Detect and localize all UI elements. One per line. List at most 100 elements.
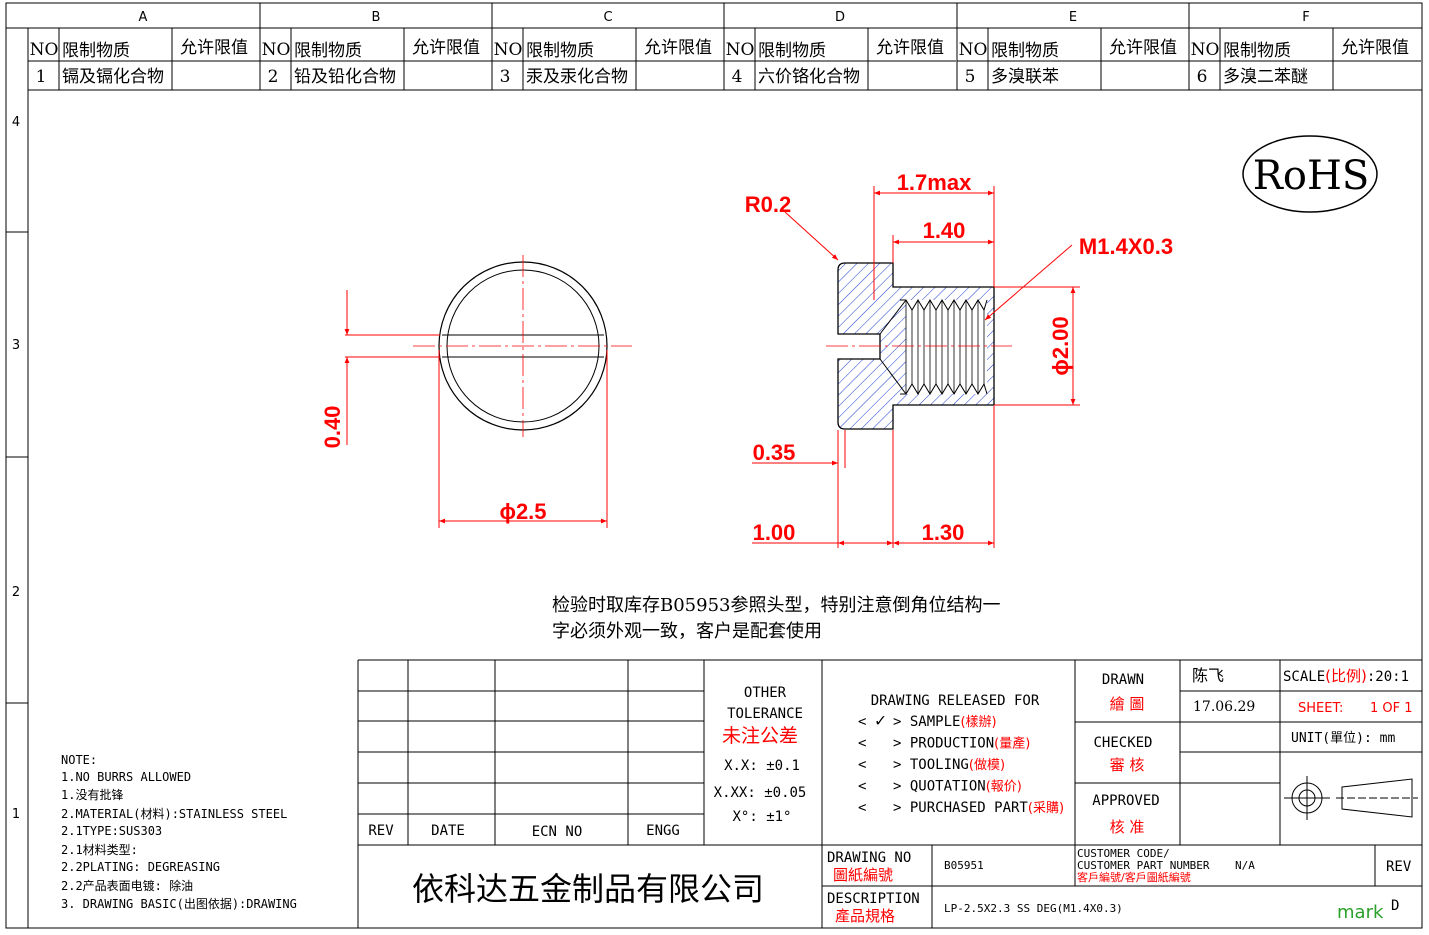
rev-label: REV xyxy=(1386,859,1412,875)
dim-thread-spec: M1.4X0.3 xyxy=(1079,234,1173,259)
projection-symbol-icon xyxy=(1284,776,1418,820)
release-bracket-left: < xyxy=(858,757,866,773)
zone-row-3: 3 xyxy=(12,338,20,353)
zone-col-e: E xyxy=(1069,10,1077,25)
dim-slot-width: 0.40 xyxy=(320,406,345,449)
release-title: DRAWING RELEASED FOR xyxy=(871,693,1040,709)
front-view xyxy=(413,255,632,437)
drawing-frame xyxy=(5,2,1423,929)
substance-name: 多溴联苯 xyxy=(991,67,1059,87)
watermark: mark xyxy=(1337,902,1384,923)
zone-col-b: B xyxy=(372,10,381,25)
note-line: NOTE: xyxy=(61,753,97,767)
zone-row-4: 4 xyxy=(12,115,20,130)
release-option: <✓> SAMPLE(樣辦) xyxy=(858,710,997,731)
approved-cn: 核 准 xyxy=(1110,818,1145,836)
release-label: > QUOTATION(報价) xyxy=(893,779,1022,795)
substance-header: 限制物质 xyxy=(526,41,594,61)
engg-header: ENGG xyxy=(646,823,680,839)
limit-header: 允许限值 xyxy=(412,38,480,58)
ecn-header: ECN NO xyxy=(532,824,583,840)
checked-label: CHECKED xyxy=(1093,735,1152,751)
substance-no: 6 xyxy=(1197,67,1208,87)
release-option: <> PURCHASED PART(采購) xyxy=(858,800,1064,816)
release-label: > TOOLING(做模) xyxy=(893,757,1005,773)
zone-col-d: D xyxy=(835,10,845,25)
zone-row-1: 1 xyxy=(12,807,20,822)
zone-corner: D xyxy=(1391,898,1399,914)
note-line: 2.MATERIAL(材料):STAINLESS STEEL xyxy=(61,807,287,821)
customer-code-cn: 客戶編號/客戶圖紙編號 xyxy=(1077,870,1191,884)
dim-chamfer: 0.35 xyxy=(753,440,796,465)
drawing-notes: NOTE:1.NO BURRS ALLOWED1.没有批锋2.MATERIAL(… xyxy=(61,753,297,911)
zone-column-labels: A B C D E F 4 3 2 1 xyxy=(12,10,1310,822)
inspection-note-line-2: 字必须外观一致，客户是配套使用 xyxy=(552,621,822,642)
no-header: NO xyxy=(262,40,291,60)
substance-no: 5 xyxy=(965,67,976,87)
dim-shank-length: 1.30 xyxy=(922,520,965,545)
no-header: NO xyxy=(1191,40,1220,60)
substance-name: 多溴二苯醚 xyxy=(1223,67,1308,87)
note-line: 2.2PLATING: DEGREASING xyxy=(61,860,220,874)
dim-thread-length: 1.40 xyxy=(923,218,966,243)
customer-code-label-1: CUSTOMER CODE/ xyxy=(1077,847,1170,860)
rev-header: REV xyxy=(368,823,394,839)
sheet-value: 1 OF 1 xyxy=(1370,701,1413,716)
inspection-note-line-1: 检验时取库存B05953参照头型，特别注意倒角位结构一 xyxy=(552,595,1001,616)
customer-code-value: N/A xyxy=(1235,859,1255,872)
drawn-cn: 繪 圖 xyxy=(1110,695,1145,713)
limit-header: 允许限值 xyxy=(876,38,944,58)
customer-code-label-2: CUSTOMER PART NUMBER xyxy=(1077,859,1210,872)
front-view-dimensions xyxy=(344,290,608,528)
substance-name: 汞及汞化合物 xyxy=(526,67,628,87)
zone-col-c: C xyxy=(603,10,612,25)
dim-radius: R0.2 xyxy=(745,192,791,217)
no-header: NO xyxy=(30,40,59,60)
note-line: 1.NO BURRS ALLOWED xyxy=(61,770,191,784)
no-header: NO xyxy=(959,40,988,60)
no-header: NO xyxy=(726,40,755,60)
substance-name: 镉及镉化合物 xyxy=(62,67,164,87)
substance-header: 限制物质 xyxy=(294,41,362,61)
note-line: 2.1材料类型: xyxy=(61,843,138,857)
release-option: <> QUOTATION(報价) xyxy=(858,779,1022,795)
dim-head-length: 1.00 xyxy=(753,520,796,545)
substance-name: 六价铬化合物 xyxy=(758,67,860,87)
note-line: 3. DRAWING BASIC(出图依据):DRAWING xyxy=(61,896,297,911)
limit-header: 允许限值 xyxy=(644,38,712,58)
substance-no: 4 xyxy=(732,67,743,87)
tolerance-title-cn: 未注公差 xyxy=(722,725,798,747)
release-options: <✓> SAMPLE(樣辦) < > PRODUCTION(量產) < > TOOLIN… xyxy=(858,710,1064,816)
company-name: 依科达五金制品有限公司 xyxy=(412,870,764,908)
substance-header: 限制物质 xyxy=(62,41,130,61)
side-section-view xyxy=(826,262,1012,430)
release-checkmark: ✓ xyxy=(875,710,886,731)
substance-header: 限制物质 xyxy=(758,41,826,61)
substance-name: 铅及铅化合物 xyxy=(294,67,396,87)
drawn-by: 陈飞 xyxy=(1192,666,1224,685)
tolerance-title-2: TOLERANCE xyxy=(727,706,803,722)
limit-header: 允许限值 xyxy=(180,38,248,58)
description-cn: 產品規格 xyxy=(835,907,895,925)
tolerance-two-decimal: X.XX: ±0.05 xyxy=(714,785,807,801)
zone-col-a: A xyxy=(139,10,148,25)
date-header: DATE xyxy=(431,823,465,839)
release-label: > PRODUCTION(量產) xyxy=(893,736,1030,752)
release-bracket-left: < xyxy=(858,800,866,816)
description-value: LP-2.5X2.3 SS DEG(M1.4X0.3) xyxy=(944,902,1123,915)
no-header: NO xyxy=(494,40,523,60)
zone-col-f: F xyxy=(1302,10,1309,25)
limit-header: 允许限值 xyxy=(1109,38,1177,58)
rohs-mark: RoHS xyxy=(1242,135,1378,213)
rohs-label: RoHS xyxy=(1253,153,1369,199)
unit-label: UNIT(單位): mm xyxy=(1291,731,1395,746)
description-label: DESCRIPTION xyxy=(827,891,920,907)
title-block-grid xyxy=(357,659,1422,928)
side-view-dimensions xyxy=(752,186,1080,548)
